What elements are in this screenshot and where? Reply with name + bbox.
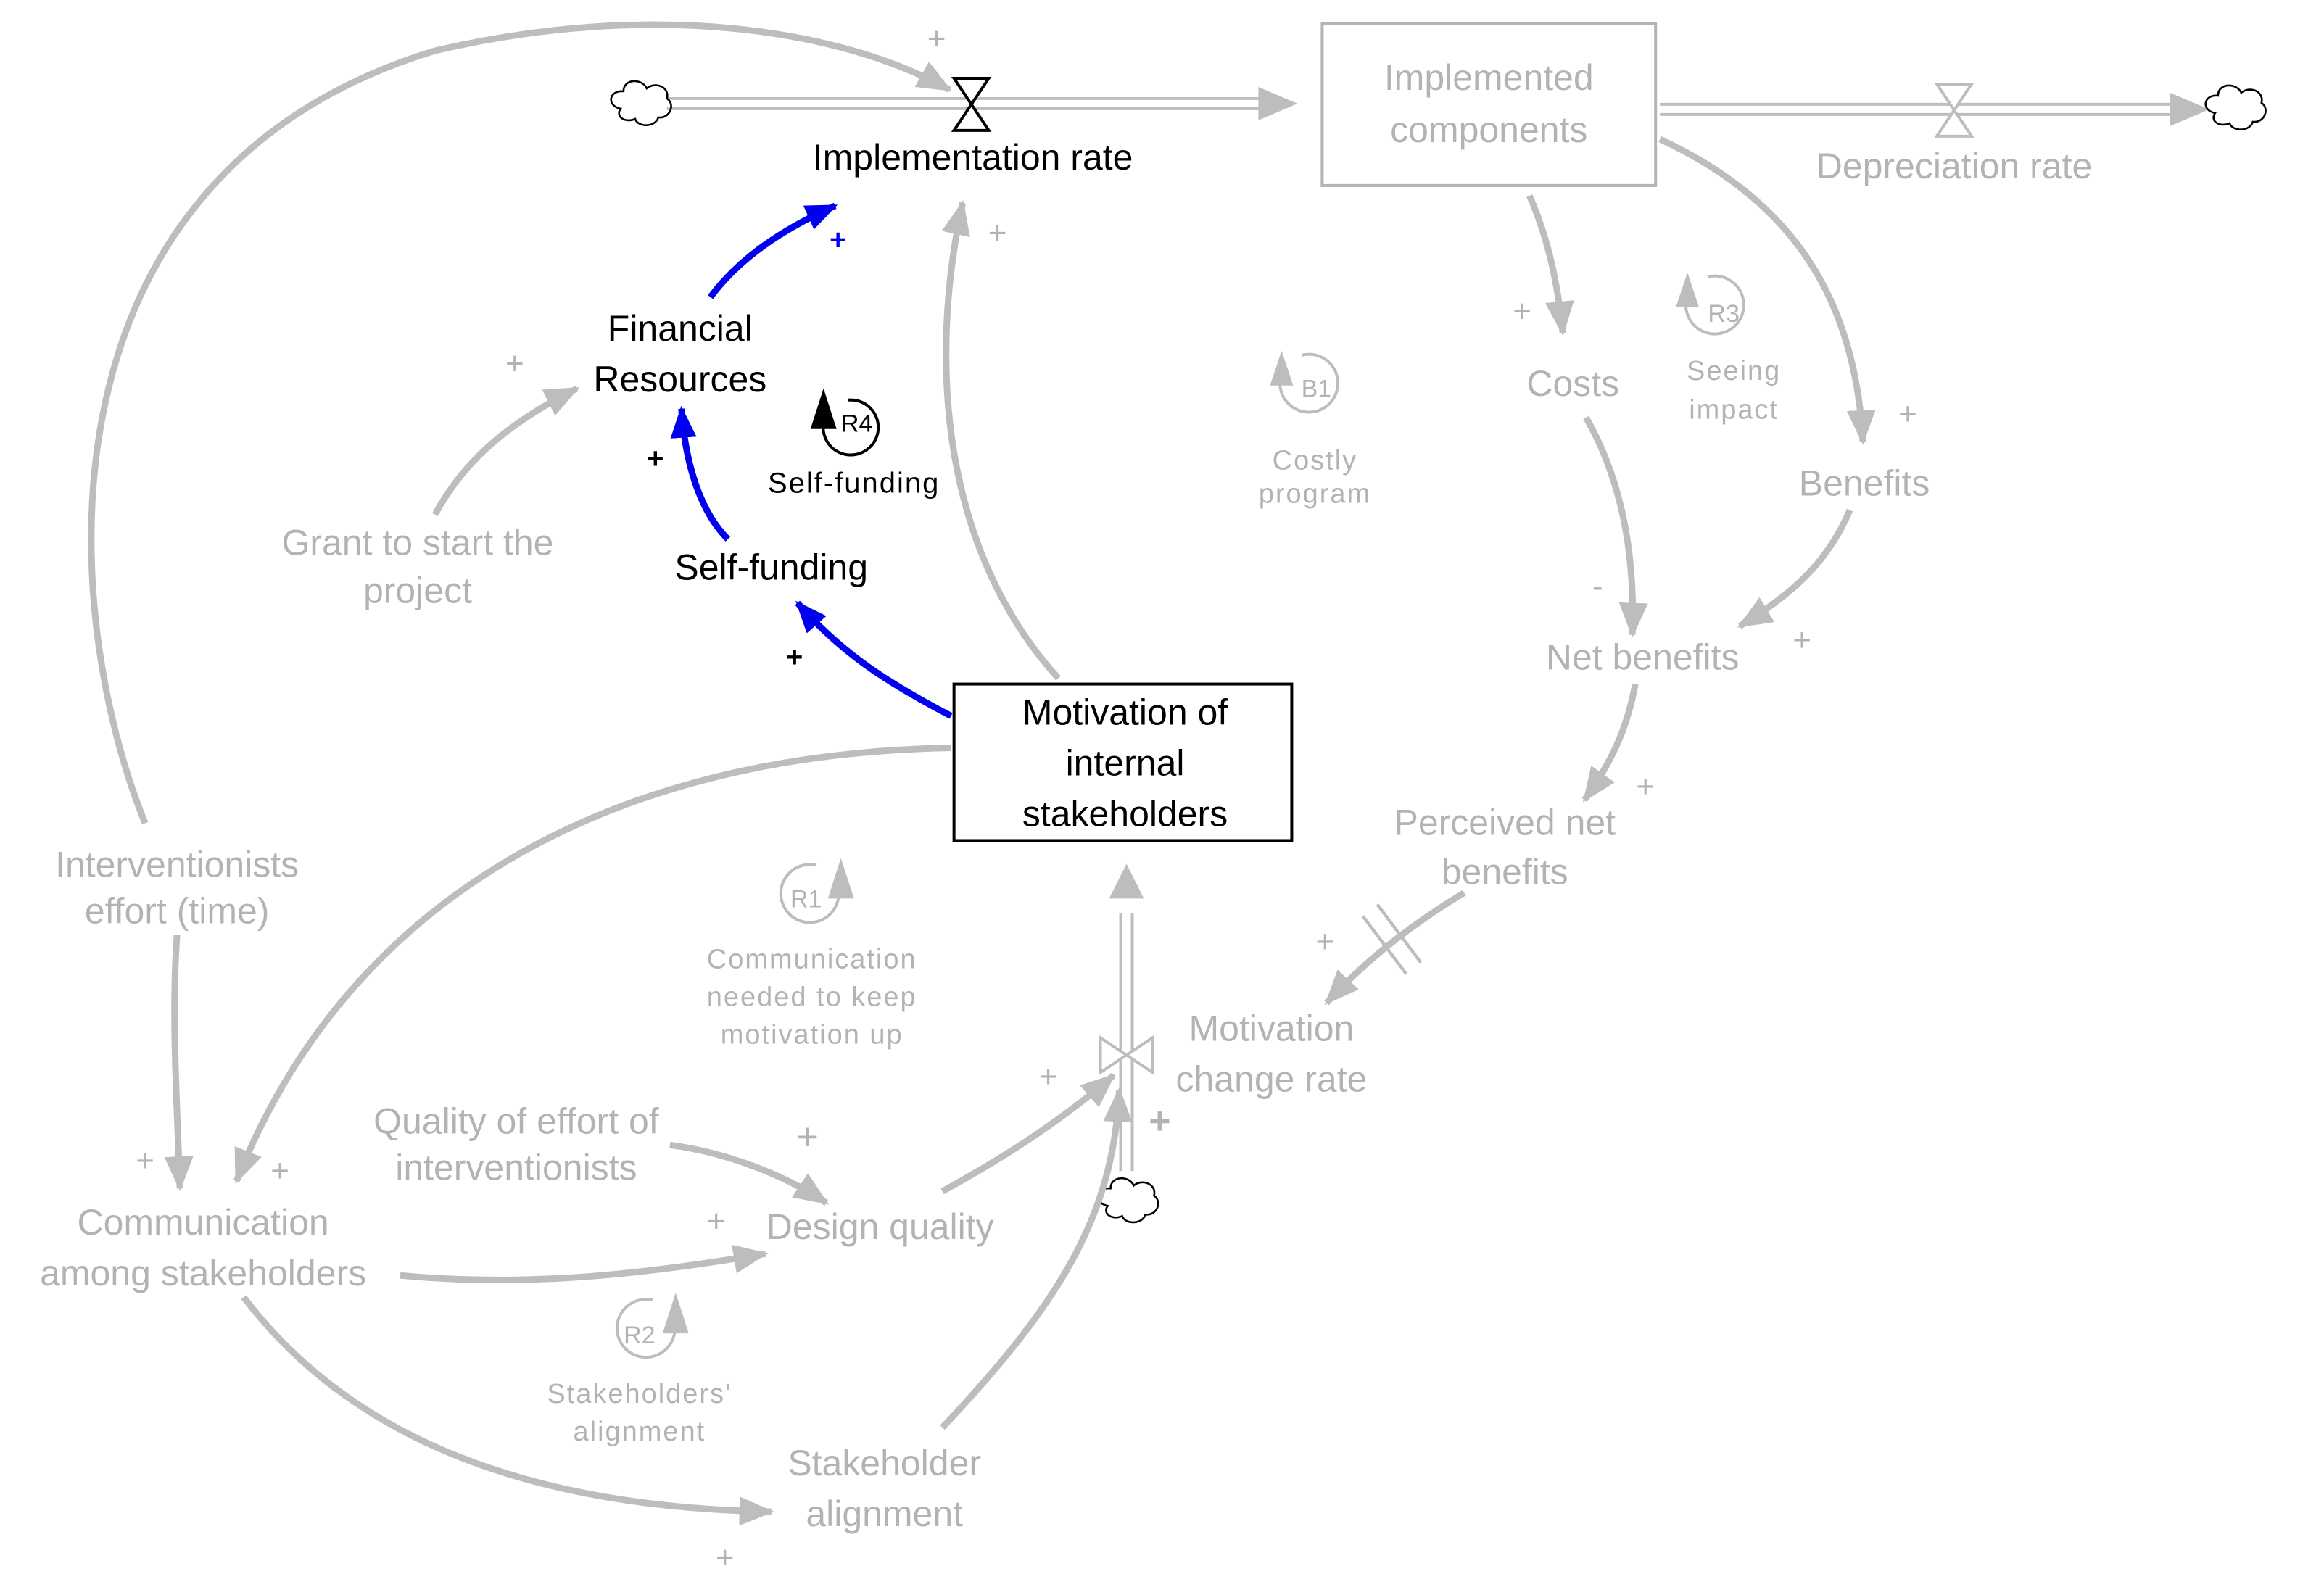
loop-r2-marker: R2 Stakeholders' alignment: [547, 1293, 732, 1447]
link-design-to-motivation-change: [940, 1072, 1116, 1195]
loop-name: alignment: [574, 1417, 706, 1447]
polarity-sign: +: [1513, 294, 1531, 329]
polarity-sign: +: [830, 224, 846, 256]
quality-of-effort-label: Quality of effort of: [373, 1101, 659, 1141]
loop-r4-marker: R4 Self-funding: [768, 388, 940, 500]
link-costs-to-net-benefits: [1583, 415, 1648, 638]
financial-resources-label: Resources: [593, 359, 766, 399]
design-quality-label: Design quality: [766, 1206, 994, 1247]
perceived-net-benefits-label: Perceived net: [1394, 802, 1616, 842]
link-communication-to-design: [400, 1244, 769, 1283]
implementation-flow-pipe: [666, 86, 1298, 120]
loop-name: needed to keep: [707, 982, 917, 1012]
link-perceived-to-motivation-change: [1324, 890, 1466, 1006]
net-benefits-label: Net benefits: [1546, 637, 1740, 678]
communication-label: among stakeholders: [40, 1253, 366, 1293]
depreciation-rate-label: Depreciation rate: [1816, 146, 2093, 186]
polarity-sign: +: [1316, 924, 1335, 959]
link-benefits-to-net-benefits: [1737, 508, 1853, 629]
link-effort-to-communication: [164, 935, 194, 1192]
loop-name: Stakeholders': [547, 1379, 732, 1409]
motivation-stock[interactable]: [952, 682, 1294, 842]
grant-label: project: [363, 571, 472, 611]
loop-name: program: [1259, 479, 1371, 510]
implementation-valve-icon: [951, 76, 992, 132]
polarity-sign: +: [786, 642, 803, 674]
loop-name: Costly: [1273, 446, 1357, 476]
polarity-sign: +: [505, 346, 524, 381]
loop-id: B1: [1302, 376, 1332, 403]
link-quality-to-design: [669, 1141, 830, 1206]
polarity-sign: +: [797, 1116, 819, 1158]
motivation-label: internal: [1066, 743, 1185, 784]
stakeholder-alignment-label: Stakeholder: [787, 1443, 981, 1483]
financial-resources-label: Financial: [608, 308, 753, 349]
quality-of-effort-label: interventionists: [395, 1147, 637, 1188]
polarity-sign: +: [927, 21, 946, 57]
communication-label: Communication: [78, 1202, 329, 1243]
loop-id: R2: [624, 1322, 655, 1349]
loop-r1-marker: R1 Communication needed to keep motivati…: [707, 858, 917, 1050]
delay-mark: [1361, 903, 1423, 975]
loop-name: Self-funding: [768, 468, 940, 500]
polarity-sign: +: [1039, 1058, 1058, 1094]
loop-b1-marker: B1 Costly program: [1259, 350, 1371, 510]
grant-label: Grant to start the: [282, 523, 554, 563]
benefits-label: Benefits: [1799, 463, 1930, 504]
link-net-to-perceived: [1581, 683, 1639, 803]
link-grant-to-financial: [432, 385, 580, 516]
link-motivation-to-implementation: [941, 199, 1061, 681]
motivation-label: stakeholders: [1022, 793, 1228, 834]
link-effort-to-implementation: [88, 21, 953, 825]
polarity-sign: +: [988, 215, 1007, 251]
implemented-components-label: components: [1390, 109, 1587, 150]
polarity-sign: -: [1592, 569, 1603, 605]
depreciation-flow-pipe: [1660, 92, 2209, 126]
loop-name: Communication: [707, 944, 917, 974]
loop-name: impact: [1689, 395, 1779, 426]
self-funding-label: Self-funding: [674, 547, 868, 588]
implemented-components-stock[interactable]: [1320, 21, 1658, 187]
cloud-icon: [1097, 1177, 1159, 1224]
link-alignment-to-motivation-change: [940, 1087, 1133, 1430]
polarity-sign: +: [647, 443, 663, 475]
perceived-net-benefits-label: benefits: [1442, 851, 1568, 892]
interventionists-effort-label: Interventionists: [55, 844, 299, 884]
polarity-sign: +: [270, 1153, 289, 1188]
polarity-sign: +: [1636, 768, 1655, 804]
link-financial-to-implementation: [708, 202, 838, 299]
link-motivation-to-communication: [233, 745, 951, 1184]
loop-name: motivation up: [721, 1019, 903, 1050]
motivation-label: Motivation of: [1022, 692, 1228, 733]
loop-id: R1: [790, 885, 822, 913]
polarity-sign: +: [716, 1540, 735, 1575]
polarity-sign: +: [707, 1203, 726, 1239]
motivation-change-rate-label: Motivation: [1189, 1008, 1355, 1048]
depreciation-valve-icon: [1934, 82, 1974, 138]
loop-name: Seeing: [1687, 356, 1781, 386]
link-self-funding-to-financial: [670, 405, 730, 542]
link-motivation-to-self-funding: [795, 600, 953, 719]
motivation-change-valve-icon: [1099, 1035, 1154, 1076]
motivation-flow-pipe: [1109, 863, 1144, 1172]
polarity-sign: +: [1898, 397, 1917, 432]
link-components-to-benefits: [1658, 136, 1876, 445]
implemented-components-label: Implemented: [1384, 57, 1594, 98]
loop-r3-marker: R3 Seeing impact: [1676, 272, 1781, 426]
polarity-sign: +: [136, 1143, 154, 1178]
interventionists-effort-label: effort (time): [85, 890, 270, 931]
loop-id: R4: [841, 410, 872, 438]
implementation-rate-label: Implementation rate: [813, 137, 1133, 178]
motivation-change-rate-label: change rate: [1175, 1058, 1367, 1099]
link-communication-to-alignment: [241, 1295, 774, 1526]
polarity-sign: +: [1792, 623, 1811, 658]
stakeholder-alignment-label: alignment: [806, 1493, 963, 1534]
link-components-to-costs: [1526, 194, 1574, 336]
costs-label: Costs: [1526, 363, 1619, 404]
loop-id: R3: [1708, 300, 1739, 328]
cloud-icon: [610, 80, 672, 126]
cloud-icon: [2204, 84, 2267, 130]
polarity-sign: +: [1149, 1100, 1170, 1142]
